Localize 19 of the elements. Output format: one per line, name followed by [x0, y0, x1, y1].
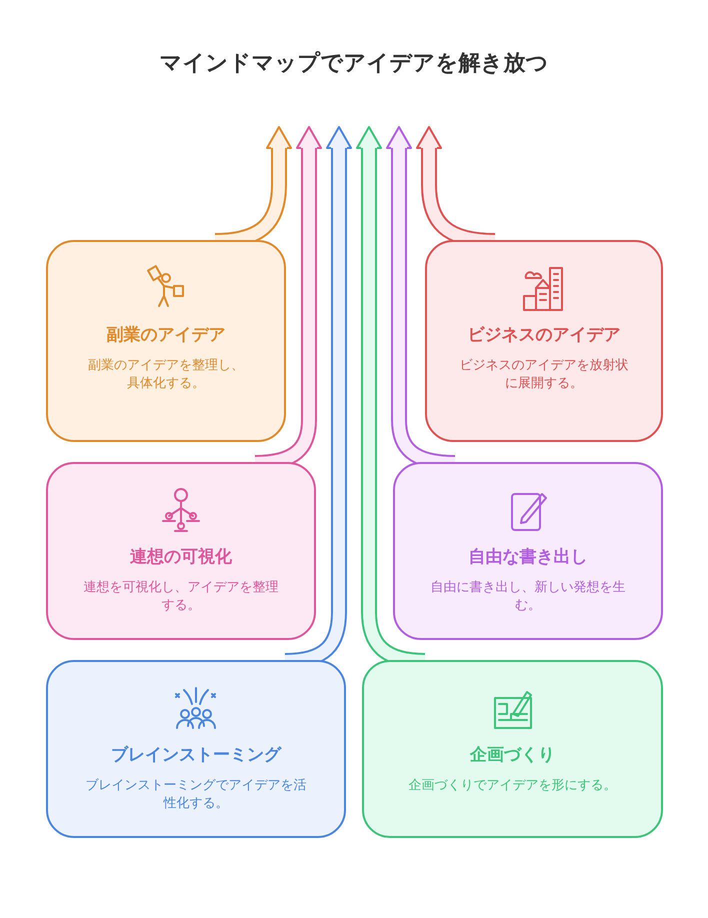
card-description: ビジネスのアイデアを放射状に展開する。: [458, 357, 630, 393]
card-title: 副業のアイデア: [106, 324, 226, 347]
idea-card: [46, 660, 346, 838]
idea-card: [362, 660, 663, 838]
card-title: ビジネスのアイデア: [468, 324, 620, 347]
card-description: ブレインストーミングでアイデアを活性化する。: [84, 777, 308, 813]
idea-card: [46, 462, 316, 640]
idea-card: [46, 240, 286, 442]
card-description: 自由に書き出し、新しい発想を生む。: [430, 579, 626, 615]
idea-card: [425, 240, 663, 442]
card-description: 企画づくりでアイデアを形にする。: [408, 777, 616, 795]
card-title: 自由な書き出し: [468, 546, 588, 569]
idea-card: [393, 462, 663, 640]
card-description: 副業のアイデアを整理し、具体化する。: [87, 357, 245, 393]
card-description: 連想を可視化し、アイデアを整理する。: [82, 579, 280, 615]
diagram-title: マインドマップでアイデアを解き放つ: [158, 50, 550, 78]
card-title: ブレインストーミング: [111, 744, 281, 767]
card-title: 連想の可視化: [130, 546, 232, 569]
card-title: 企画づくり: [470, 744, 555, 767]
